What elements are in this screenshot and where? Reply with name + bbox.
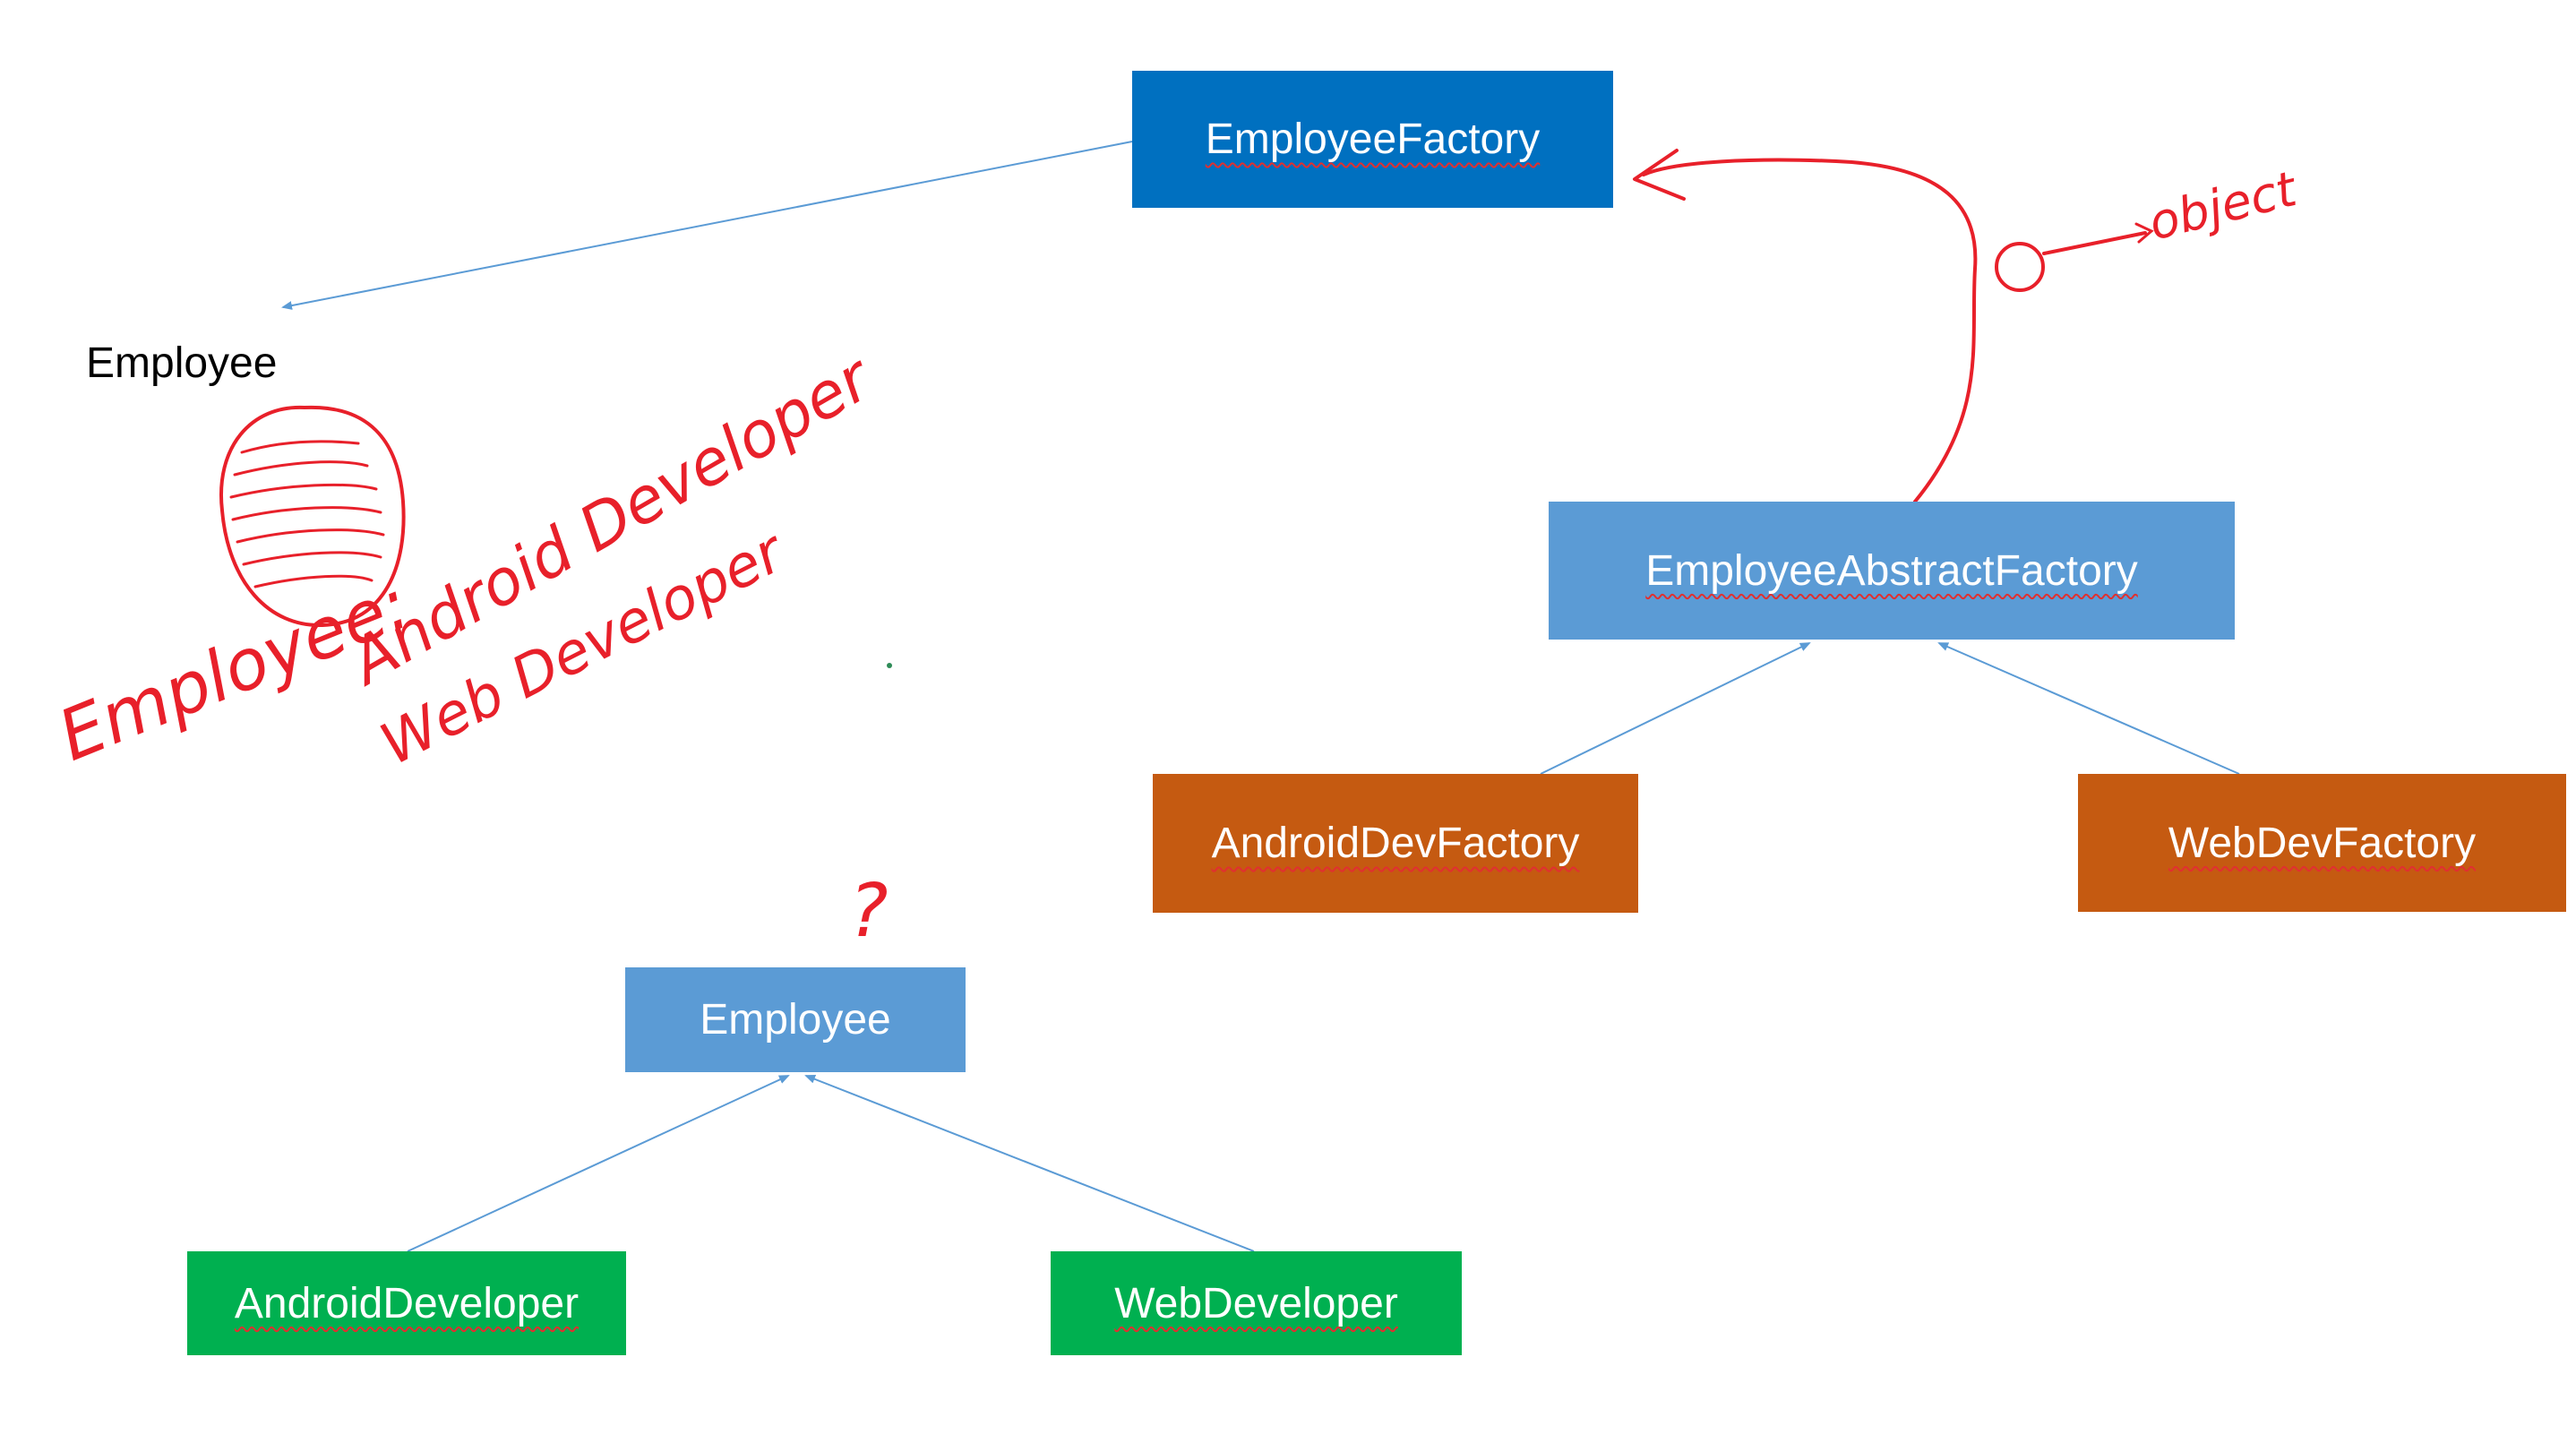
android-dev-factory-box: AndroidDevFactory: [1153, 774, 1638, 913]
handdrawn-arrowhead: [1633, 149, 1686, 201]
object-pointer-head: [2134, 222, 2154, 244]
scribble-circle: [219, 405, 406, 628]
object-note: object: [2143, 160, 2303, 252]
object-circle: [1995, 242, 2045, 292]
employee-factory-box: EmployeeFactory: [1132, 71, 1613, 208]
factory-to-employee-arrow: [281, 141, 1133, 310]
scribble-hatching: [229, 440, 385, 588]
employee-factory-label: EmployeeFactory: [1205, 116, 1541, 163]
web-developer-box: WebDeveloper: [1051, 1251, 1462, 1355]
android-dev-factory-label: AndroidDevFactory: [1211, 820, 1580, 867]
object-pointer-line: [2042, 231, 2147, 255]
web-factory-inheritance-line: [1937, 642, 2240, 775]
handdrawn-return-arrow: [1642, 158, 1978, 503]
stray-dot: [887, 663, 892, 668]
web-developer-inheritance-line: [804, 1074, 1255, 1252]
android-developer-box: AndroidDeveloper: [187, 1251, 626, 1355]
android-factory-inheritance-line: [1540, 642, 1811, 775]
employee-abstract-factory-label: EmployeeAbstractFactory: [1645, 546, 2138, 595]
web-developer-label: WebDeveloper: [1114, 1279, 1398, 1327]
employee-box: Employee: [625, 967, 966, 1072]
android-developer-label: AndroidDeveloper: [234, 1279, 580, 1327]
web-dev-factory-label: WebDevFactory: [2168, 819, 2477, 867]
employee-label: Employee: [700, 996, 891, 1044]
web-dev-factory-box: WebDevFactory: [2078, 774, 2566, 912]
android-developer-inheritance-line: [407, 1075, 790, 1252]
employee-product-label: Employee: [86, 339, 278, 387]
employee-abstract-factory-box: EmployeeAbstractFactory: [1549, 502, 2235, 640]
question-mark: ?: [849, 869, 889, 954]
